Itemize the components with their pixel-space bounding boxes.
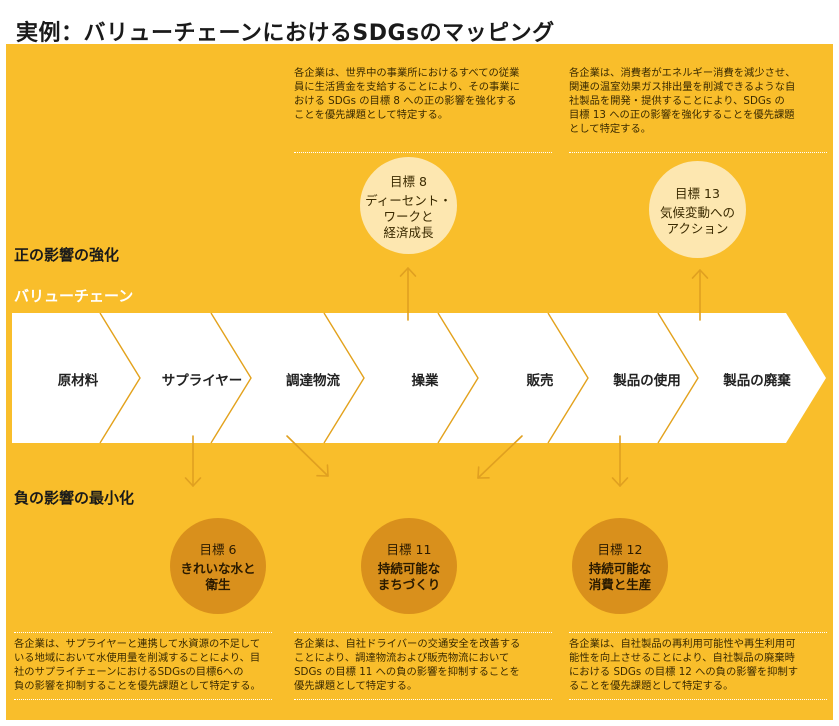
bottom-text-goal6: 各企業は、サプライヤーと連携して水資源の不足して いる地域において水使用量を削減… [14, 632, 272, 700]
positive-impact-label: 正の影響の強化 [14, 246, 120, 264]
goal6-circle: 目標 6 きれいな水と 衛生 [170, 518, 266, 614]
text-line: 優先課題として特定する。 [294, 680, 418, 692]
value-chain-bar [12, 313, 826, 443]
text-line: ことを優先課題として特定する。 [294, 109, 449, 121]
value-chain-label: バリューチェーン [14, 287, 134, 305]
arrow-head [691, 269, 709, 279]
top-text-goal13: 各企業は、消費者がエネルギー消費を減少させ、 関連の温室効果ガス排出量を削減でき… [569, 66, 827, 153]
goal-number: 目標 8 [390, 173, 427, 189]
chevron-divider [657, 312, 699, 444]
negative-impact-label: 負の影響の最小化 [14, 489, 135, 507]
stage-product-use: 製品の使用 [613, 373, 681, 389]
text-line: おける SDGs の目標 8 への正の影響を強化する [294, 95, 517, 107]
text-line: 関連の温室効果ガス排出量を削減できるような自 [569, 81, 796, 93]
text-line: ことにより、調達物流および販売物流において [294, 652, 510, 664]
bottom-text-goal11: 各企業は、自社ドライバーの交通安全を改善する ことにより、調達物流および販売物流… [294, 632, 552, 700]
goal-line: 持続可能な [377, 561, 441, 576]
goal12-circle: 目標 12 持続可能な 消費と生産 [572, 518, 668, 614]
goal-title: 持続可能な まちづくり [378, 561, 441, 593]
goal-number: 目標 6 [199, 542, 237, 557]
text-line: 能性を向上させることにより、自社製品の廃棄時 [569, 652, 795, 664]
goal-line: ワークと [383, 208, 434, 224]
goal13-circle: 目標 13 気候変動への アクション [649, 161, 746, 258]
arrow-head [611, 477, 629, 487]
chevron-divider [323, 312, 365, 444]
goal-line: 経済成長 [383, 224, 434, 240]
text-line: ることを優先課題として特定する。 [569, 680, 734, 692]
goal-number: 目標 11 [386, 542, 432, 557]
goal-line: ディーセント・ [365, 192, 452, 208]
text-line: 各企業は、自社ドライバーの交通安全を改善する [294, 638, 521, 650]
text-line: 各企業は、世界中の事業所におけるすべての従業 [294, 67, 520, 79]
goal-line: まちづくり [377, 577, 441, 592]
goal-title: 持続可能な 消費と生産 [589, 561, 652, 593]
chevron-divider [210, 312, 252, 444]
arrow-line [477, 435, 523, 479]
arrow-line [286, 435, 329, 477]
stage-inbound-logistics: 調達物流 [286, 373, 340, 389]
text-line: として特定する。 [569, 123, 652, 135]
arrow-head [184, 477, 202, 487]
text-line: 目標 13 への正の影響を強化することを優先課題 [569, 109, 795, 121]
text-line: 各企業は、消費者がエネルギー消費を減少させ、 [569, 67, 796, 79]
text-line: 社のサプライチェーンにおけるSDGsの目標6への [14, 666, 244, 678]
text-line: SDGs の目標 11 への負の影響を抑制することを [294, 666, 520, 678]
arrow-head [399, 267, 417, 277]
top-text-goal8: 各企業は、世界中の事業所におけるすべての従業 員に生活賃金を支給することにより、… [294, 66, 552, 153]
goal-line: 消費と生産 [588, 577, 652, 592]
bottom-text-goal12: 各企業は、自社製品の再利用可能性や再生利用可 能性を向上させることにより、自社製… [569, 632, 827, 700]
text-line: いる地域において水使用量を削減することにより、目 [14, 652, 261, 664]
goal-line: 気候変動への [659, 204, 735, 220]
text-line: 負の影響を抑制することを優先課題として特定する。 [14, 680, 261, 692]
goal-line: アクション [666, 220, 729, 236]
page-title: 実例：バリューチェーンにおけるSDGsのマッピング [16, 21, 555, 46]
goal-number: 目標 12 [597, 542, 643, 557]
text-line: 社製品を開発・提供することにより、SDGs の [569, 95, 785, 107]
chevron-divider [547, 312, 589, 444]
goal8-circle: 目標 8 ディーセント・ ワークと 経済成長 [360, 157, 457, 254]
chevron-divider [437, 312, 479, 444]
goal-line: 衛生 [205, 577, 231, 592]
text-line: 各企業は、サプライヤーと連携して水資源の不足して [14, 638, 261, 650]
goal-title: ディーセント・ ワークと 経済成長 [365, 193, 452, 241]
stage-operations: 操業 [411, 373, 439, 389]
stage-product-disposal: 製品の廃棄 [723, 373, 791, 389]
text-line: における SDGs の目標 12 への負の影響を抑制す [569, 666, 799, 678]
goal-number: 目標 13 [675, 185, 720, 201]
stage-sales: 販売 [526, 373, 554, 389]
text-line: 各企業は、自社製品の再利用可能性や再生利用可 [569, 638, 796, 650]
chevron-divider [99, 312, 141, 444]
arrow-head [477, 466, 490, 479]
text-line: 員に生活賃金を支給することにより、その事業に [294, 81, 520, 93]
goal-title: 気候変動への アクション [660, 205, 735, 237]
stage-suppliers: サプライヤー [161, 373, 243, 389]
goal-line: 持続可能な [588, 561, 652, 576]
goal-title: きれいな水と 衛生 [180, 561, 255, 593]
stage-raw-materials: 原材料 [57, 373, 99, 389]
arrow-head [316, 464, 329, 477]
title-bar: 実例：バリューチェーンにおけるSDGsのマッピング [6, 6, 833, 46]
goal11-circle: 目標 11 持続可能な まちづくり [361, 518, 457, 614]
goal-line: きれいな水と [180, 561, 256, 576]
